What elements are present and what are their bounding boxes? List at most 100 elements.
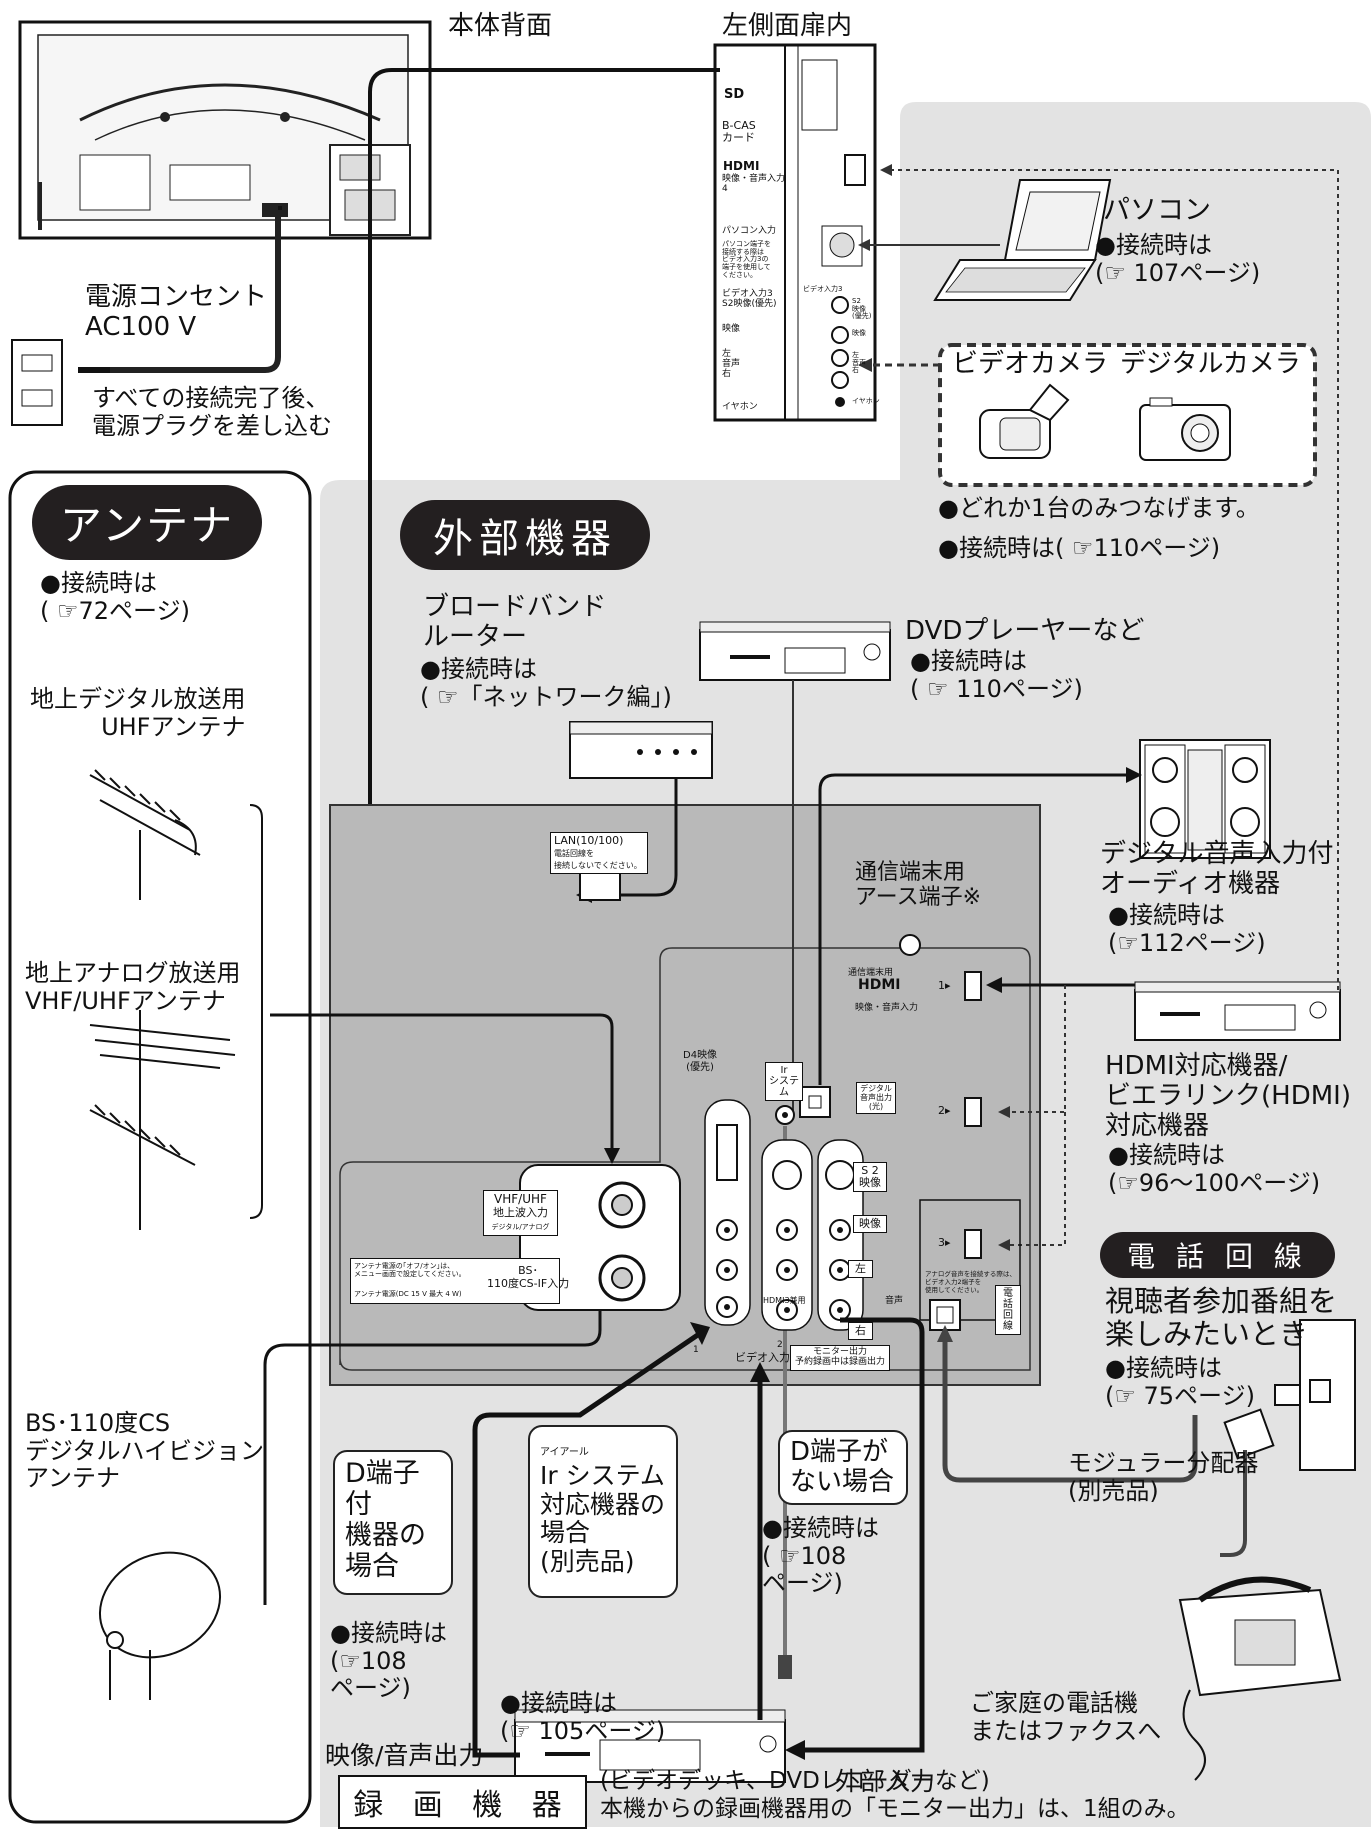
earth-title: 通信端末用 アース端子※ [855,860,982,911]
hdmi-device-note: ●接続時は (☞96～100ページ) [1108,1141,1321,1197]
video-camera-illustration [979,383,1070,459]
pc-note: ●接続時は (☞ 107ページ) [1095,231,1261,287]
antenna-note: ●接続時は ( ☞72ページ) [40,569,190,625]
d4-label: D4映像 (優先) [683,1050,718,1073]
phone-desc: 視聴者参加番組を 楽しみたいとき [1105,1284,1338,1352]
tv-rear-illustration [18,20,432,240]
recorder-title: 録 画 機 器 [338,1775,587,1829]
bs-power-note: アンテナ電源の｢オフ/オン｣は、 メニュー画面で設定してください。 [354,1262,466,1279]
dvd-player-illustration [699,621,891,681]
power-note: すべての接続完了後、 電源プラグを差し込む [92,384,332,440]
no-d-terminal-note: ●接続時は ( ☞108 ページ) [762,1514,879,1598]
side-label: 左側面扉内 [722,11,853,41]
uhf-antenna-label: 地上デジタル放送用 UHFアンテナ [30,685,246,741]
av-output-label: 映像/音声出力 [325,1741,484,1770]
pc-input-label: パソコン入力 [722,226,777,236]
splitter-label: モジュラー分配器 (別売品) [1068,1449,1259,1505]
ir-system-label: Ir システム [765,1062,803,1101]
hdmi4-sub: 映像・音声入力 4 [722,174,786,194]
pc-title: パソコン [1103,195,1211,226]
vhf-uhf-box: VHF/UHF 地上波入力 デジタル/アナログ [483,1190,558,1236]
side-s2-small: S2 映像 (優先) [852,297,872,321]
lan-note: 電話回線を 接続しないでください。 [554,849,642,871]
ir-system-box-text: Ir システム 対応機器の 場合 (別売品) [540,1460,666,1576]
recorder-desc: (ビデオデッキ、DVDレコーダーなど) 本機からの録画機器用の「モニター出力」は… [600,1768,1190,1822]
phone-title: 電 話 回 線 [1100,1232,1335,1278]
side-video-label: 映像 [722,324,741,334]
side-audio-label: 左 音声 右 [722,349,741,379]
input-2-label: 2 [777,1340,783,1350]
optical-label: デジタル 音声出力 (光) [856,1082,896,1115]
video3-label: ビデオ入力3 S2映像(優先) [722,289,777,309]
input-1-label: 1 [693,1345,699,1355]
dvd-note: ●接続時は ( ☞ 110ページ) [910,647,1083,703]
rear-label: 本体背面 [448,11,553,41]
bs-dish-illustration [98,1551,222,1700]
right-audio-label: 右 [848,1322,873,1341]
earth-sub: 通信端末用 [848,968,894,978]
hdmi-device-illustration [1134,981,1341,1041]
no-d-terminal-callout: D端子が ない場合 [778,1430,908,1505]
antenna-title: アンテナ [32,485,262,560]
d-terminal-note: ●接続時は (☞108 ページ) [330,1619,447,1703]
hdmi4-logo: HDMI [723,159,760,173]
audio-title: デジタル音声入力付 オーディオ機器 [1100,839,1334,899]
bs-antenna-label: BS･110度CS デジタルハイビジョン アンテナ [25,1409,265,1493]
panel-hdmi-sub: 映像・音声入力 [855,1003,919,1013]
video-camera-label: ビデオカメラ [952,349,1109,379]
hdmi-port-2-label: 2▸ [938,1104,951,1117]
ground-in-label: 地上波入力 [493,1206,548,1220]
recorder-illustration [514,1709,786,1783]
router-title: ブロードバンド ルーター [423,592,607,652]
left-audio-label: 左 [848,1260,873,1279]
side-video3-small: ビデオ入力3 [803,285,843,293]
router-illustration [569,721,713,779]
external-title: 外部機器 [400,500,650,570]
side-earphone-label: イヤホン [722,402,758,412]
hdmi-device-title: HDMI対応機器/ ビエラリンク(HDMI) 対応機器 [1105,1051,1351,1141]
pc-input-note: パソコン端子を 接続する際は ビデオ入力3の 端子を使用して ください。 [722,240,771,279]
side-earphone-small: イヤホン [852,397,880,405]
audio-note: ●接続時は (☞112ページ) [1108,901,1266,957]
vhf-uhf-label: VHF/UHF [494,1192,547,1206]
vhf-antenna-illustration [89,1010,236,1230]
hdmi3-note: アナログ音声を接続する際は、 ビデオ入力2端子を 使用してください。 [925,1270,1016,1295]
monitor-out-label: モニター出力 予約録画中は録画出力 [790,1345,890,1371]
hdmi-port-1-label: 1▸ [938,979,951,992]
audio-system-illustration [1139,739,1271,859]
side-panel-illustration [713,43,877,422]
camera-note-one: ●どれか1台のみつなげます。 [938,494,1260,522]
hdmi-port-3-label: 3▸ [938,1236,951,1249]
digital-camera-label: デジタルカメラ [1120,349,1301,379]
ground-sub-label: デジタル/アナログ [491,1223,550,1232]
camera-note-page: ●接続時は( ☞110ページ) [938,534,1221,562]
lan-label: LAN(10/100) [554,834,624,847]
side-audio-small: 左 音声 右 [852,351,866,375]
digital-camera-illustration [1139,397,1231,461]
bs-input-box [350,1258,560,1304]
video-input-label: ビデオ入力 [735,1351,790,1364]
vhf-antenna-label: 地上アナログ放送用 VHF/UHFアンテナ [25,959,241,1015]
ir-system-note: ●接続時は (☞ 105ページ) [500,1689,666,1745]
hdmi3-shared-label: HDMI3兼用 [763,1296,806,1305]
sd-label: SD [724,87,745,102]
phone-device-label: ご家庭の電話機 またはファクスへ [970,1689,1162,1745]
laptop-illustration [933,179,1112,301]
side-video-small: 映像 [852,329,866,337]
uhf-antenna-illustration [89,769,201,900]
modular-splitter [1223,1384,1301,1460]
ir-ruby: アイアール [540,1447,589,1458]
phone-note: ●接続時は (☞ 75ページ) [1105,1354,1255,1410]
wall-outlet [11,339,63,426]
bcas-label: B-CAS カード [722,119,756,145]
bs-power-spec: アンテナ電源(DC 15 V 最大 4 W) [354,1290,462,1298]
power-outlet-label: 電源コンセント AC100 V [85,282,268,342]
ir-system-callout: アイアール Ir システム 対応機器の 場合 (別売品) [528,1425,678,1598]
external-input-label: 外部入力 [835,1767,936,1796]
video-label: 映像 [853,1215,887,1234]
dvd-title: DVDプレーヤーなど [905,616,1145,646]
d-terminal-callout: D端子付 機器の 場合 [333,1450,453,1595]
telephone-illustration [1178,1576,1342,1781]
bs-input-label: BS･ 110度CS-IF入力 [487,1264,570,1290]
audio-label: 音声 [885,1296,904,1306]
